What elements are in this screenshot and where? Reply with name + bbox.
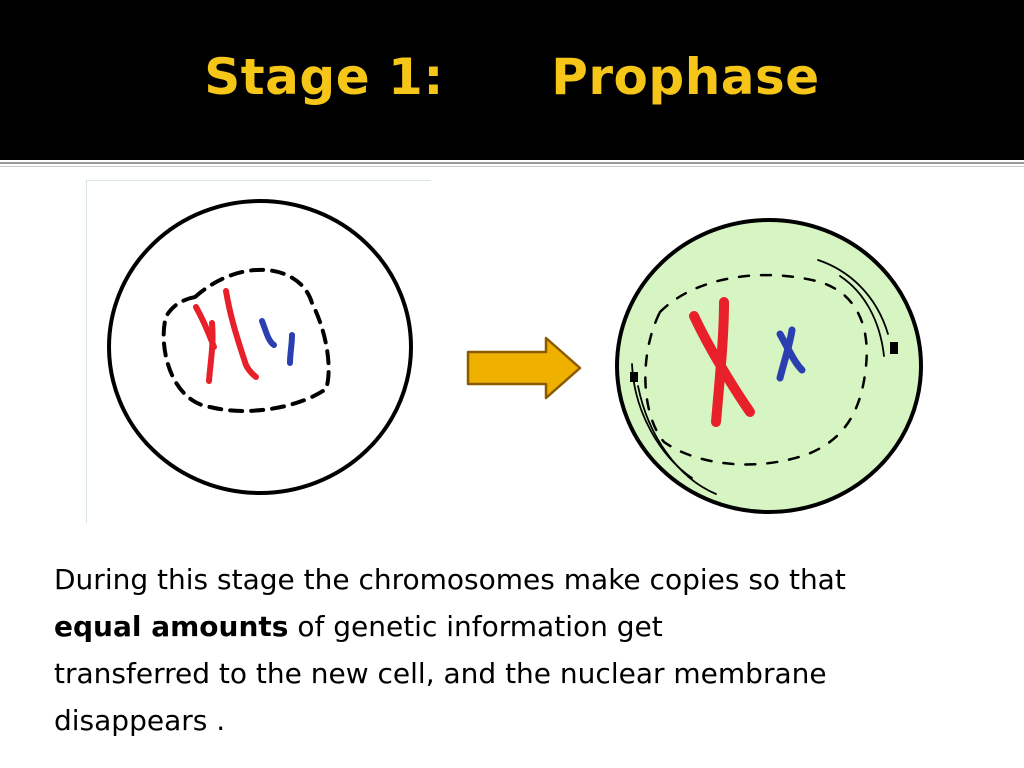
cell-membrane — [615, 218, 923, 514]
cell-membrane — [107, 199, 413, 495]
centriole-right — [890, 342, 898, 354]
chromosome-red-x — [689, 297, 755, 427]
nuclear-membrane — [161, 267, 331, 413]
spindle-fibers — [631, 259, 889, 495]
slide-title: Stage 1: Prophase — [204, 48, 820, 106]
title-bar — [0, 0, 1024, 160]
description-line-1: During this stage the chromosomes make c… — [54, 563, 846, 596]
right-arrow-icon — [466, 336, 582, 400]
title-divider — [0, 162, 1024, 164]
chromosome-blue-x — [776, 326, 806, 382]
chromosomes-red — [193, 288, 259, 384]
description-line-2: of genetic information get — [288, 610, 663, 643]
description-line-3: transferred to the new cell, and the nuc… — [54, 657, 827, 690]
cell-before-diagram — [107, 199, 413, 495]
description-text: During this stage the chromosomes make c… — [54, 556, 1004, 744]
cell-after-diagram — [615, 218, 923, 514]
nuclear-membrane-dissolving — [644, 273, 868, 466]
chromosomes-blue — [259, 318, 295, 366]
description-line-4: disappears . — [54, 704, 226, 737]
centriole-left — [630, 372, 638, 382]
title-divider-thin — [0, 166, 1024, 167]
description-emphasis: equal amounts — [54, 610, 289, 643]
